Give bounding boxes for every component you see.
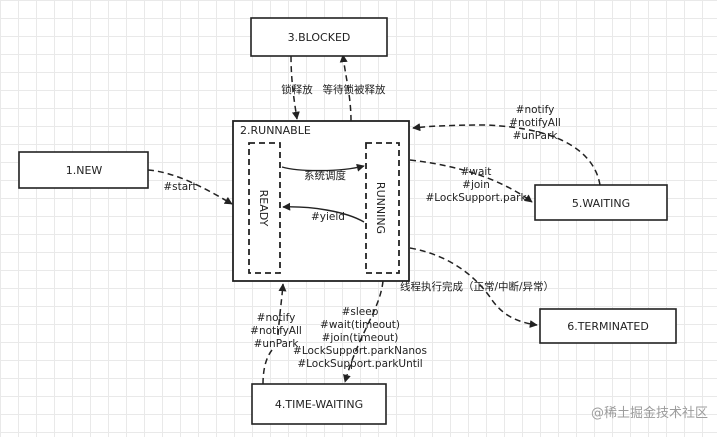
state-time-waiting (251, 383, 387, 425)
state-runnable-label: 2.RUNNABLE (240, 124, 311, 137)
state-blocked (250, 17, 388, 57)
label-from-time-waiting-1: #notifyAll (250, 325, 302, 337)
label-from-time-waiting-0: #notify (257, 312, 296, 324)
state-terminated (539, 308, 677, 344)
label-from-waiting-0: #notify (516, 104, 555, 116)
label-schedule: 系统调度 (304, 169, 346, 182)
state-time-waiting-label: 4.TIME-WAITING (275, 398, 363, 411)
state-blocked-label: 3.BLOCKED (288, 31, 351, 44)
edge-to-time-waiting (343, 280, 384, 383)
state-ready-label: READY (257, 190, 270, 227)
edge-to-waiting (409, 159, 533, 203)
state-running-label: RUNNING (374, 182, 387, 234)
state-waiting-label: 5.WAITING (572, 197, 630, 210)
state-new (18, 151, 149, 189)
label-from-waiting-2: #unPark (513, 130, 559, 142)
label-from-time-waiting-2: #unPark (254, 338, 300, 350)
edge-from-time-waiting (262, 284, 283, 385)
edge-yield (282, 202, 365, 223)
label-to-time-waiting-0: #sleep (342, 306, 379, 318)
edge-from-blocked (290, 55, 300, 120)
label-to-waiting-1: #join (462, 179, 490, 191)
edge-to-terminated (409, 247, 538, 328)
label-terminate: 线程执行完成（正常/中断/异常） (400, 280, 554, 293)
state-waiting (534, 184, 668, 221)
label-to-time-waiting-1: #wait(timeout) (320, 319, 400, 331)
edge-from-waiting (412, 123, 601, 186)
label-wait-lock: 等待锁被释放 (323, 83, 386, 96)
edge-to-blocked (339, 54, 352, 122)
label-to-time-waiting-4: #LockSupport.parkUntil (297, 358, 422, 370)
watermark: @稀土掘金技术社区 (591, 405, 708, 421)
label-to-time-waiting-3: #LockSupport.parkNanos (293, 345, 427, 357)
state-running (365, 142, 400, 274)
label-start: #start (163, 181, 196, 193)
edge-start (147, 169, 233, 205)
edge-schedule (281, 163, 365, 172)
state-new-label: 1.NEW (66, 164, 103, 177)
label-lock-release: 锁释放 (281, 83, 313, 96)
label-to-waiting-0: #wait (461, 166, 492, 178)
label-yield: #yield (311, 211, 345, 223)
label-from-waiting-1: #notifyAll (509, 117, 561, 129)
label-to-time-waiting-2: #join(timeout) (322, 332, 399, 344)
state-ready (248, 142, 281, 274)
state-terminated-label: 6.TERMINATED (567, 320, 649, 333)
label-to-waiting-2: #LockSupport.park (425, 192, 527, 204)
